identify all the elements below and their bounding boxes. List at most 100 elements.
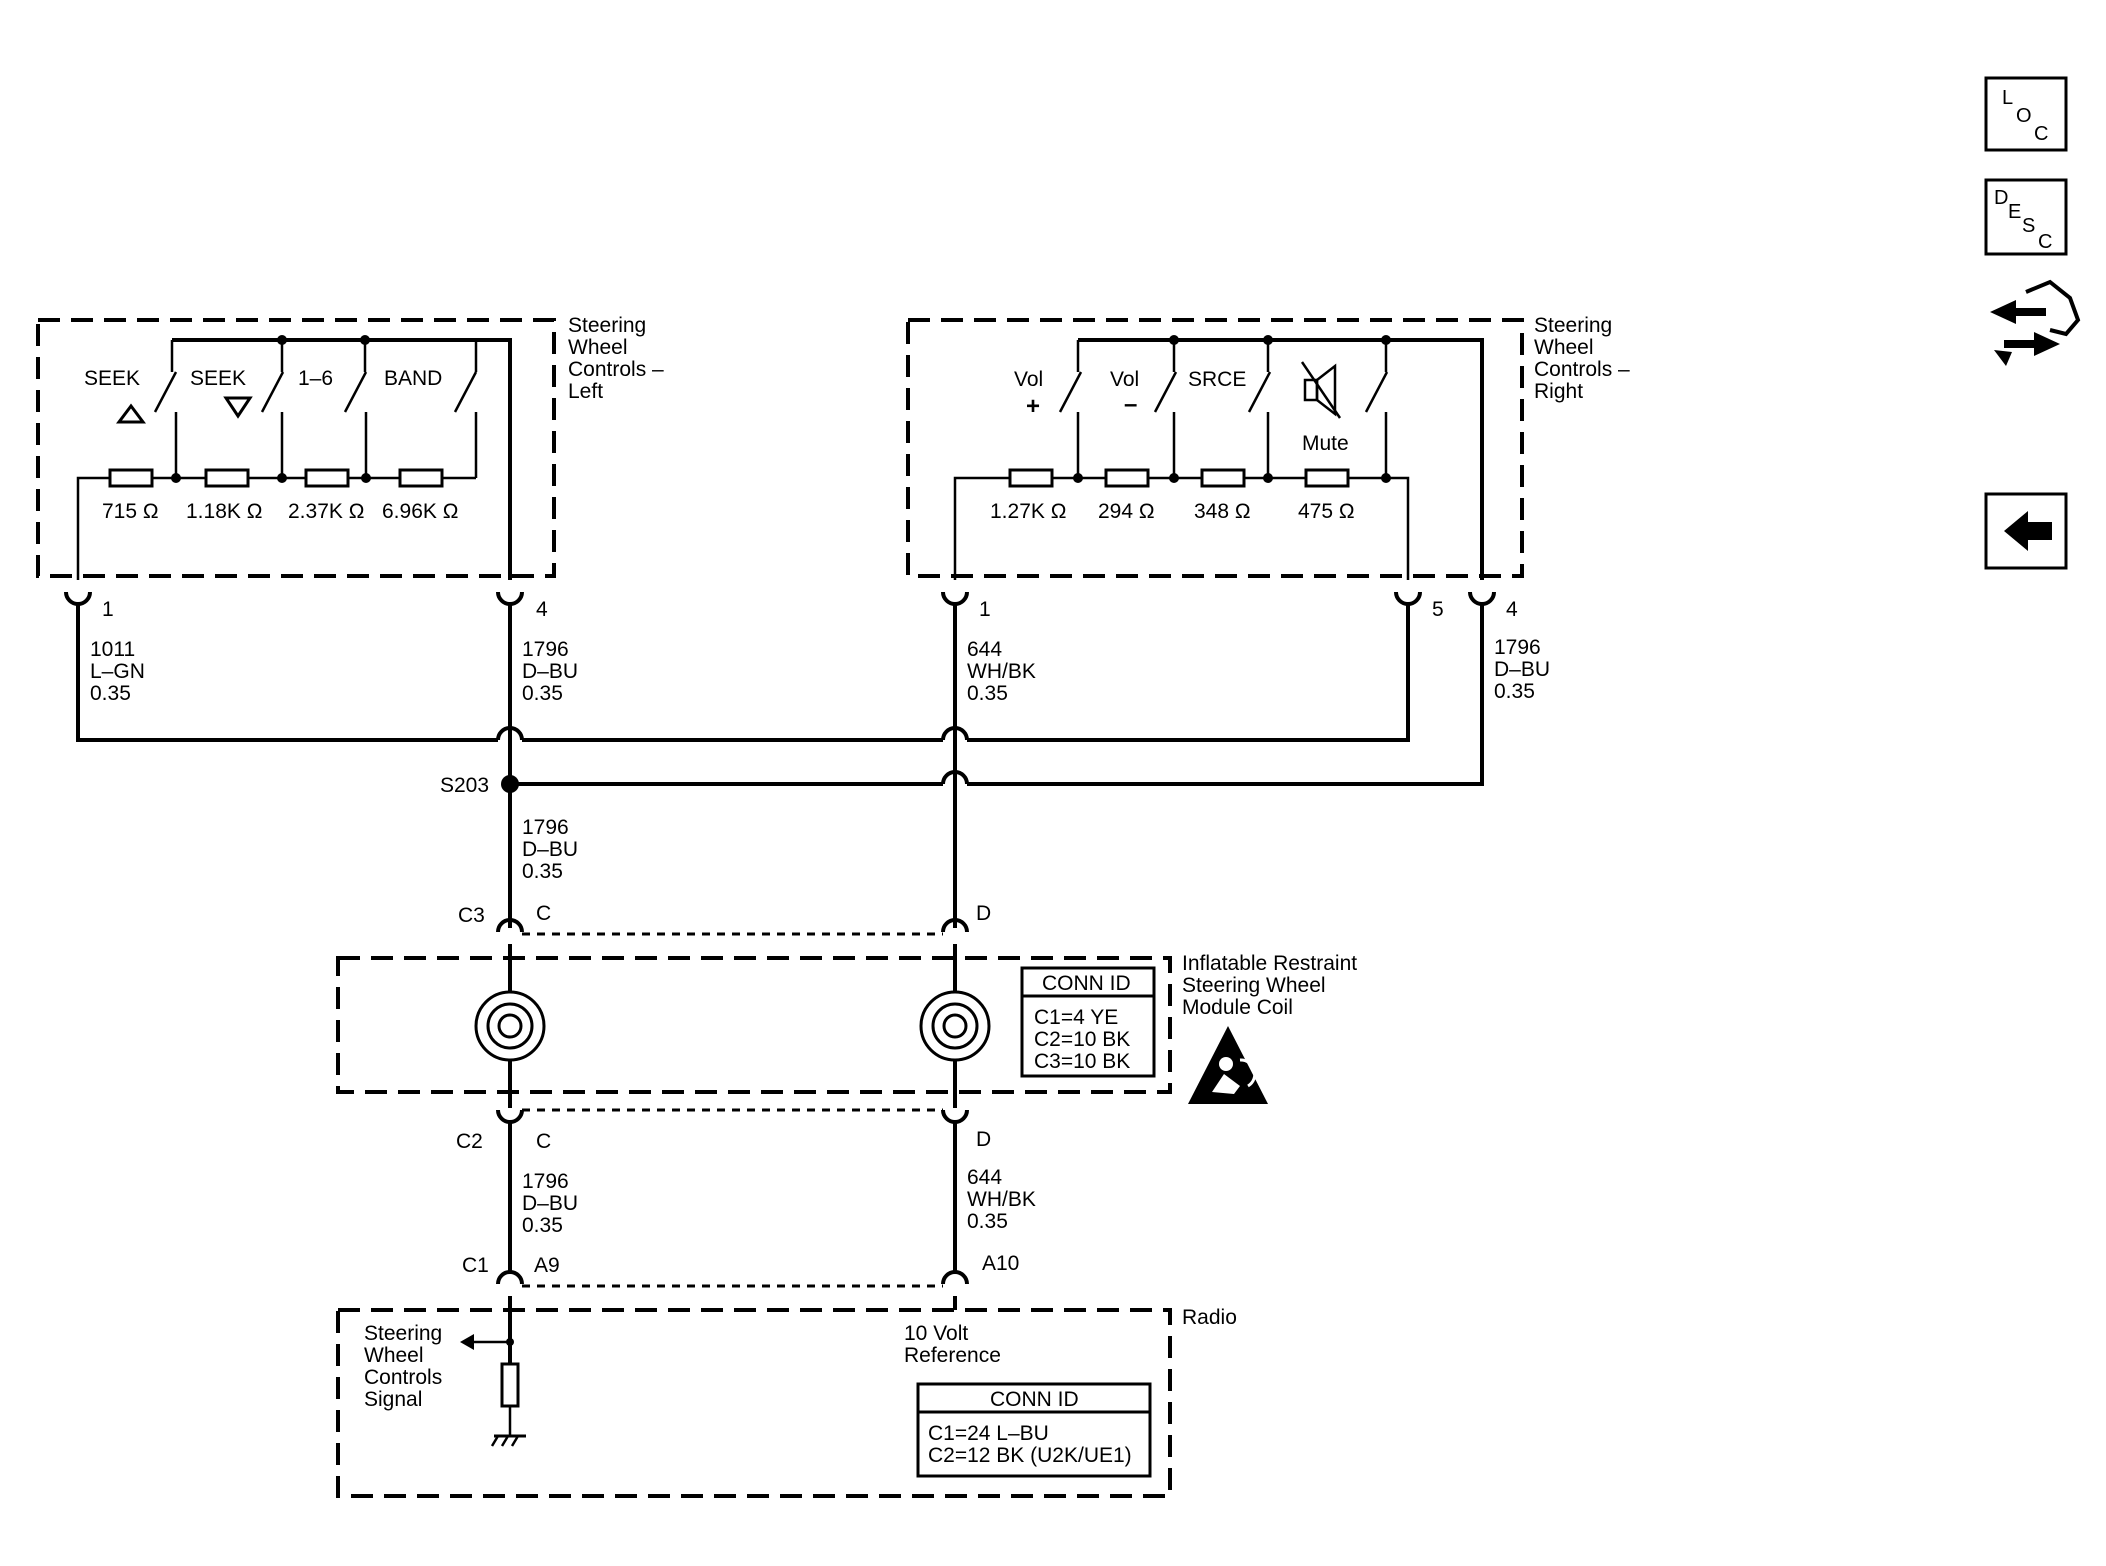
splice-s203	[501, 775, 519, 793]
resistor-label-475: 475 Ω	[1298, 500, 1355, 523]
right-module-title-1: Steering	[1534, 314, 1612, 337]
svg-text:0.35: 0.35	[522, 860, 563, 883]
connector-swap-button[interactable]	[1990, 279, 2081, 366]
svg-text:D–BU: D–BU	[522, 1192, 578, 1215]
c3-pin-c-label: C	[536, 902, 551, 925]
radio-conn-id-table: CONN ID C1=24 L–BU C2=12 BK (U2K/UE1)	[916, 1382, 1152, 1478]
svg-text:L–GN: L–GN	[90, 660, 145, 683]
source-switch	[1247, 371, 1272, 413]
wire-label-1796-right: 1796 D–BU 0.35	[1494, 636, 1550, 703]
radio-conn-id-header: CONN ID	[990, 1388, 1079, 1411]
radio-module-border	[336, 1308, 1172, 1498]
wire-label-1796-left: 1796 D–BU 0.35	[522, 638, 578, 705]
wire-label-644-upper: 644 WH/BK 0.35	[967, 638, 1036, 705]
vol-down-switch	[1153, 371, 1178, 413]
back-arrow-icon	[2004, 511, 2052, 551]
coil-conn-row-1: C1=4 YE	[1034, 1006, 1118, 1029]
switch-label-seek-down: SEEK	[190, 367, 246, 390]
svg-text:0.35: 0.35	[90, 682, 131, 705]
preset-switch	[343, 371, 368, 413]
description-button[interactable]: D E S C	[1984, 178, 2068, 256]
left-pin-1-label: 1	[102, 598, 114, 621]
right-module-border	[906, 318, 1524, 578]
c1-pin-a10-label: A10	[982, 1252, 1019, 1275]
coil-title-3: Module Coil	[1182, 996, 1293, 1019]
c2-terminal-c	[496, 1109, 524, 1124]
radio-module: Steering Wheel Controls Signal 10 Volt R…	[336, 1296, 1237, 1498]
left-pin-1-terminal	[64, 591, 92, 606]
coil-module-border	[336, 956, 1172, 1094]
c1-label: C1	[462, 1254, 489, 1277]
svg-text:WH/BK: WH/BK	[967, 660, 1036, 683]
c2-pin-c-label: C	[536, 1130, 551, 1153]
resistor-label-715: 715 Ω	[102, 500, 159, 523]
radio-signal-label-4: Signal	[364, 1388, 422, 1411]
seek-up-switch	[153, 371, 178, 413]
clockspring-coil-c-icon	[474, 990, 546, 1062]
mute-speaker-icon	[1300, 361, 1342, 419]
clockspring-coil-d-icon	[919, 990, 991, 1062]
c3-terminal-c	[496, 918, 524, 933]
desc-letter-s: S	[2022, 215, 2035, 237]
location-button[interactable]: L O C	[1984, 76, 2068, 152]
right-pin-4-label: 4	[1506, 598, 1518, 621]
radio-conn-row-2: C2=12 BK (U2K/UE1)	[928, 1444, 1132, 1467]
radio-reference-label-2: Reference	[904, 1344, 1001, 1367]
loc-letter-c: C	[2034, 123, 2048, 145]
svg-text:D–BU: D–BU	[1494, 658, 1550, 681]
right-pin-5-terminal	[1394, 591, 1422, 606]
right-pin-4-terminal	[1468, 591, 1496, 606]
radio-signal-label-1: Steering	[364, 1322, 442, 1345]
resistor-label-1-18k: 1.18K Ω	[186, 500, 262, 523]
resistor-348	[1200, 468, 1246, 488]
radio-reference-label-1: 10 Volt	[904, 1322, 968, 1345]
coil-conn-id-table: CONN ID C1=4 YE C2=10 BK C3=10 BK	[1020, 966, 1156, 1078]
desc-letter-c: C	[2038, 231, 2052, 253]
radio-title: Radio	[1182, 1306, 1237, 1329]
vol-up-switch	[1058, 371, 1083, 413]
ground-icon	[490, 1434, 526, 1447]
svg-text:WH/BK: WH/BK	[967, 1188, 1036, 1211]
c3-label: C3	[458, 904, 485, 927]
svg-text:0.35: 0.35	[522, 682, 563, 705]
right-module-title-4: Right	[1534, 380, 1583, 403]
c2-pin-d-label: D	[976, 1128, 991, 1151]
resistor-715	[108, 468, 154, 488]
connector-hand-icon	[1990, 279, 2081, 366]
left-module-title-1: Steering	[568, 314, 646, 337]
switch-label-preset: 1–6	[298, 367, 333, 390]
switch-label-mute: Mute	[1302, 432, 1349, 455]
resistor-1-27k	[1008, 468, 1054, 488]
resistor-label-348: 348 Ω	[1194, 500, 1251, 523]
svg-text:0.35: 0.35	[967, 682, 1008, 705]
switch-label-source: SRCE	[1188, 368, 1246, 391]
vol-down-sign: –	[1124, 391, 1137, 418]
airbag-warning-icon	[1188, 1026, 1268, 1104]
right-pin-1-terminal	[941, 591, 969, 606]
right-module-title-2: Wheel	[1534, 336, 1594, 359]
signal-arrow-icon	[460, 1334, 474, 1350]
wire-label-644-lower: 644 WH/BK 0.35	[967, 1166, 1036, 1233]
switch-label-seek-up: SEEK	[84, 367, 140, 390]
resistor-294	[1104, 468, 1150, 488]
c3-terminal-d	[941, 918, 969, 933]
resistor-label-6-96k: 6.96K Ω	[382, 500, 458, 523]
switch-label-vol-down: Vol	[1110, 368, 1139, 391]
svg-text:1796: 1796	[522, 1170, 569, 1193]
wire-label-1011: 1011 L–GN 0.35	[90, 638, 145, 705]
c2-terminal-d	[941, 1109, 969, 1124]
c1-pin-a9-label: A9	[534, 1254, 560, 1277]
c2-label: C2	[456, 1130, 483, 1153]
coil-title-1: Inflatable Restraint	[1182, 952, 1357, 975]
wire-label-1796-lower: 1796 D–BU 0.35	[522, 1170, 578, 1237]
resistor-label-1-27k: 1.27K Ω	[990, 500, 1066, 523]
radio-conn-row-1: C1=24 L–BU	[928, 1422, 1049, 1445]
left-module-title-4: Left	[568, 380, 603, 403]
back-button[interactable]	[1984, 492, 2068, 570]
right-top-bus	[1078, 338, 1484, 580]
resistor-label-2-37k: 2.37K Ω	[288, 500, 364, 523]
right-pin-5-label: 5	[1432, 598, 1444, 621]
desc-letter-e: E	[2008, 201, 2021, 223]
seek-up-triangle-icon	[116, 403, 146, 424]
